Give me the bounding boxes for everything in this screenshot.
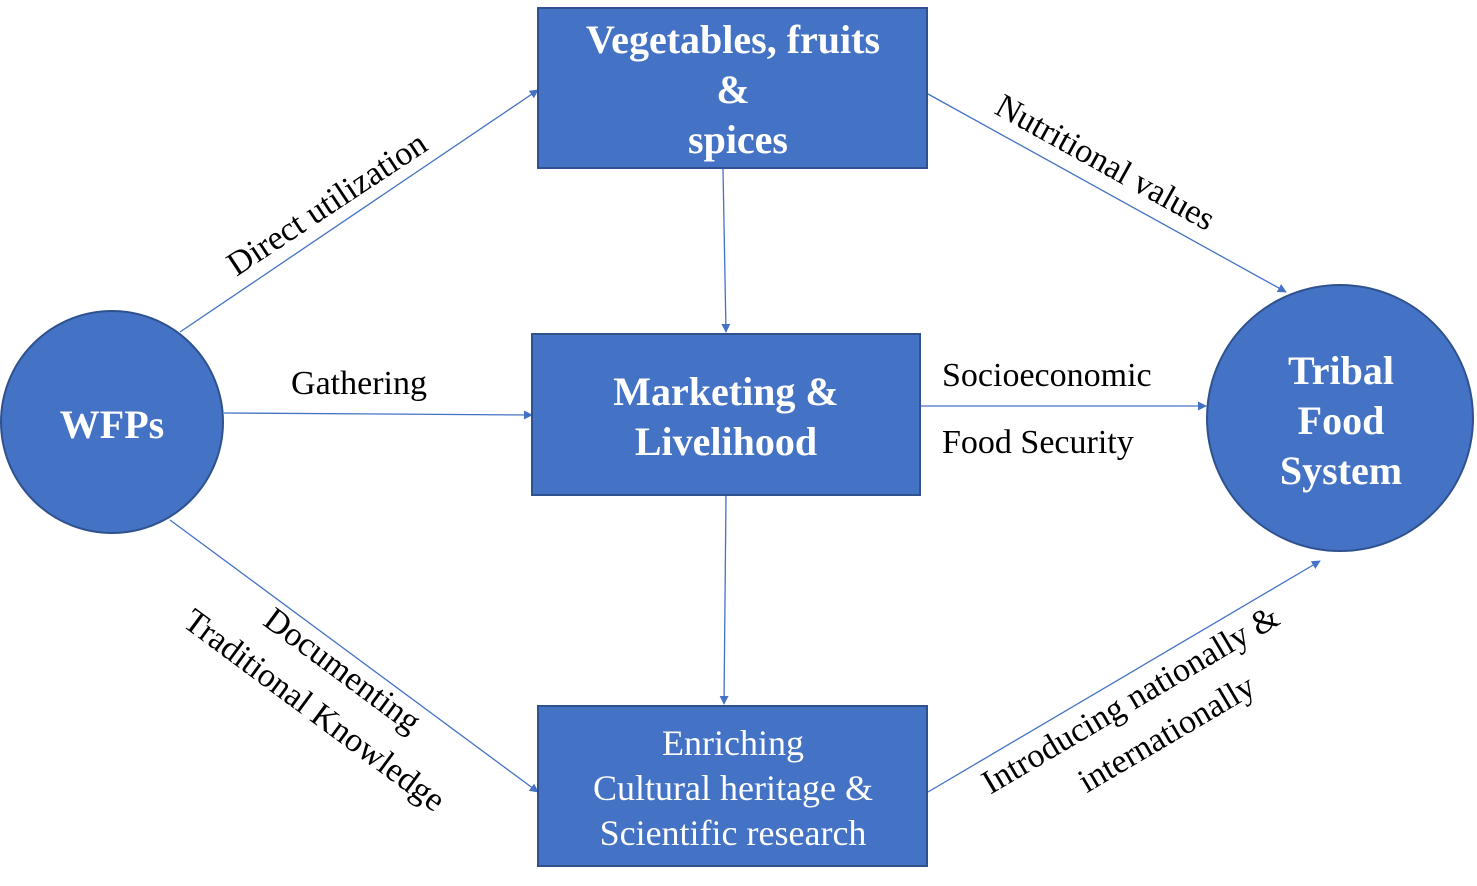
node-enriching-line-3: Scientific research (600, 813, 867, 853)
label-gathering: Gathering (291, 365, 427, 402)
node-marketing-line-2: Livelihood (635, 419, 817, 464)
label-direct-utilization: Direct utilization (221, 125, 434, 284)
label-nutritional-values: Nutritional values (989, 87, 1221, 238)
node-tribal-food-system: Tribal Food System (1206, 284, 1474, 552)
node-vegetables-line-1: Vegetables, fruits (586, 17, 880, 62)
node-tribal-line-3: System (1280, 448, 1402, 493)
edge-vegetables-to-marketing (721, 168, 731, 333)
node-tribal-line-1: Tribal (1288, 348, 1394, 393)
node-wfps-label: WFPs (60, 402, 164, 447)
node-enriching-line-2: Cultural heritage & (593, 768, 873, 808)
edge-introducing (927, 560, 1321, 793)
edge-marketing-to-enriching (719, 495, 729, 705)
label-food-security: Food Security (942, 424, 1134, 461)
node-marketing: Marketing & Livelihood (531, 333, 921, 496)
node-enriching: Enriching Cultural heritage & Scientific… (537, 705, 928, 867)
edge-gathering (223, 410, 533, 420)
label-socioeconomic: Socioeconomic (942, 357, 1152, 394)
node-vegetables-line-2: & (716, 67, 749, 112)
node-tribal-line-2: Food (1298, 398, 1385, 443)
edge-documenting (169, 519, 539, 793)
edge-nutritional-values (927, 93, 1287, 293)
node-wfps: WFPs (0, 310, 224, 534)
node-vegetables: Vegetables, fruits & spices (537, 7, 928, 169)
node-vegetables-line-3: spices (688, 117, 788, 162)
node-enriching-line-1: Enriching (662, 723, 804, 763)
node-marketing-line-1: Marketing & (613, 369, 839, 414)
edge-direct-utilization (179, 89, 539, 333)
